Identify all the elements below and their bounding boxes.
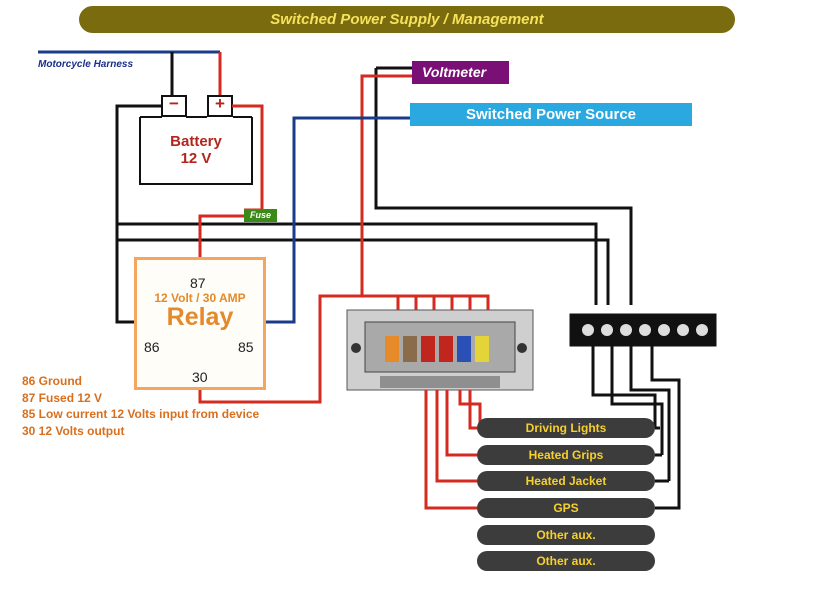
relay-name: Relay xyxy=(166,303,234,331)
pin-87: 87 xyxy=(190,275,206,291)
device-heated-grips[interactable]: Heated Grips xyxy=(477,445,655,465)
fuse-label: Fuse xyxy=(244,209,277,222)
battery-voltage: 12 V xyxy=(180,150,212,167)
device-other-aux-1[interactable]: Other aux. xyxy=(477,525,655,545)
battery-name: Battery xyxy=(170,133,222,150)
battery-minus-terminal: − xyxy=(169,94,179,113)
device-driving-lights[interactable]: Driving Lights xyxy=(477,418,655,438)
pin-legend: 86 Ground 87 Fused 12 V 85 Low current 1… xyxy=(22,373,259,439)
battery-plus-terminal: + xyxy=(215,94,225,113)
pin-86: 86 xyxy=(144,339,160,355)
terminal-strip xyxy=(569,313,717,347)
fuse-block xyxy=(346,309,534,391)
harness-label: Motorcycle Harness xyxy=(38,59,134,70)
red-wires xyxy=(198,74,490,404)
legend-item: 87 Fused 12 V xyxy=(22,390,103,405)
switched-wire xyxy=(250,116,410,324)
relay-box xyxy=(134,257,266,390)
battery xyxy=(139,95,253,185)
relay-rating: 12 Volt / 30 AMP xyxy=(154,291,246,305)
device-other-aux-2[interactable]: Other aux. xyxy=(477,551,655,571)
voltmeter-label: Voltmeter xyxy=(412,61,509,84)
switched-power-source-label: Switched Power Source xyxy=(410,103,692,126)
legend-item: 85 Low current 12 Volts input from devic… xyxy=(22,407,260,421)
pin-30: 30 xyxy=(192,369,208,385)
legend-item: 30 12 Volts output xyxy=(22,423,125,438)
device-ground-wires xyxy=(591,346,681,510)
device-heated-jacket[interactable]: Heated Jacket xyxy=(477,471,655,491)
harness-wires xyxy=(38,50,222,95)
page-title: Switched Power Supply / Management xyxy=(79,6,735,33)
device-gps[interactable]: GPS xyxy=(477,498,655,518)
fuse-output-wires xyxy=(424,390,482,510)
pin-85: 85 xyxy=(238,339,254,355)
battery-label: Battery 12 V xyxy=(146,133,246,167)
legend-item: 86 Ground xyxy=(22,374,83,388)
